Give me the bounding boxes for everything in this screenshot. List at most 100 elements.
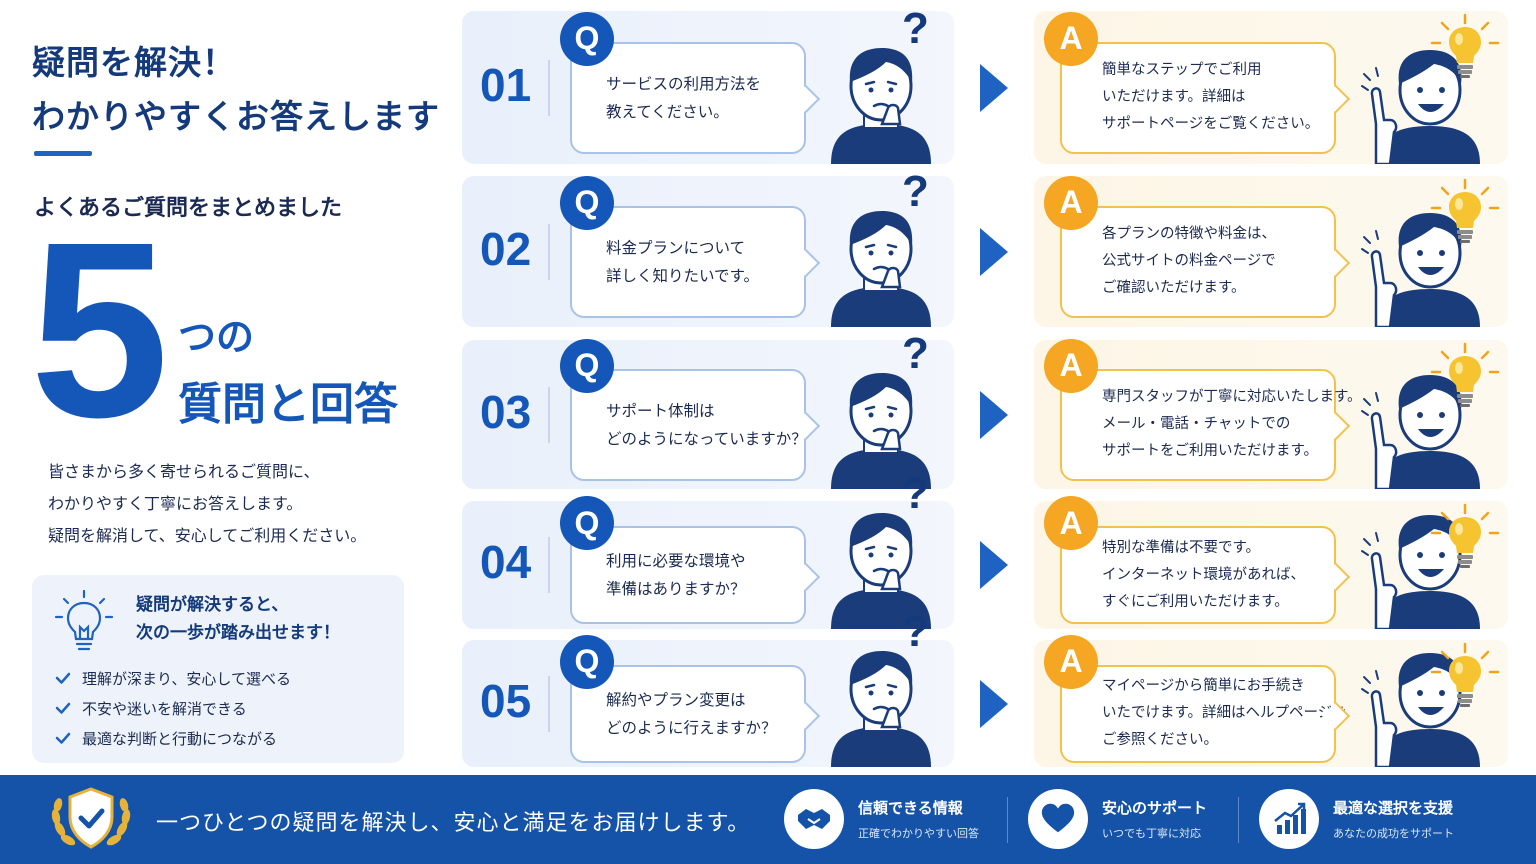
arrow-right-icon (980, 63, 1008, 112)
question-text-line: 解約やプラン変更は (606, 690, 746, 709)
title-line-1: 疑問を解決！ (32, 43, 236, 82)
growth-chart-icon (1259, 789, 1319, 849)
list-item: 最適な判断と行動につながる (54, 723, 291, 753)
question-mark-icon: ? (902, 4, 929, 53)
answer-card: 特別な準備は不要です。インターネット環境があれば、すぐにご利用いただけます。 A (1034, 496, 1508, 631)
answer-card: 簡単なステップでご利用いただけます。詳細はサポートページをご覧ください。 A (1034, 11, 1508, 166)
feature-subtitle: 正確でわかりやすい回答 (858, 827, 979, 840)
divider (1238, 797, 1239, 843)
answer-bubble: 特別な準備は不要です。インターネット環境があれば、すぐにご利用いただけます。 (1060, 526, 1336, 624)
question-badge: Q (560, 634, 614, 689)
divider (548, 386, 550, 443)
question-text-line: どのように行えますか？ (606, 718, 777, 737)
answer-bubble: 簡単なステップでご利用いただけます。詳細はサポートページをご覧ください。 (1060, 41, 1336, 154)
answer-text-line: いたでけます。詳細はヘルプページを (1102, 705, 1347, 721)
answer-text-line: サポートをご利用いただけます。 (1102, 443, 1319, 459)
question-text-line: 教えてください。 (606, 102, 729, 121)
answer-text-line: マイページから簡単にお手続き (1102, 678, 1305, 694)
lightbulb-icon (1430, 503, 1500, 573)
benefit-heading-line: 次の一歩が踏み出せます！ (136, 623, 340, 643)
answer-text-line: 簡単なステップでご利用 (1102, 62, 1262, 78)
question-number: 03 (480, 385, 532, 438)
divider (548, 537, 550, 593)
answer-bubble: 専門スタッフが丁寧に対応いたします。メール・電話・チャットでのサポートをご利用い… (1060, 368, 1362, 481)
shield-check-icon (51, 787, 131, 849)
arrow-right-icon (980, 390, 1008, 439)
lightbulb-icon (1430, 342, 1500, 412)
question-card: 01 サービスの利用方法を教えてください。 Q ? (462, 4, 954, 164)
question-mark-icon: ? (902, 469, 929, 518)
list-item-label: 最適な判断と行動につながる (82, 729, 278, 748)
answer-text-line: いただけます。詳細は (1102, 89, 1246, 105)
arrow-right-icon (980, 227, 1008, 276)
heart-icon (1028, 789, 1088, 849)
lightbulb-icon (54, 589, 114, 651)
thinking-person-icon (826, 489, 936, 629)
answer-badge: A (1044, 338, 1098, 393)
arrow-right-icon (980, 541, 1008, 589)
answer-badge: A (1044, 11, 1098, 66)
check-icon (55, 732, 71, 744)
smiling-person-icon (1358, 24, 1488, 166)
smiling-person-icon (1358, 187, 1488, 329)
benefit-box: 疑問が解決すると、 次の一歩が踏み出せます！ 理解が深まり、安心して選べる 不安… (32, 575, 404, 763)
question-number: 05 (480, 674, 532, 727)
question-text-line: 詳しく知りたいです。 (606, 266, 759, 285)
smiling-person-icon (1358, 627, 1488, 769)
answer-text-line: インターネット環境があれば、 (1102, 566, 1305, 583)
question-bubble: サービスの利用方法を教えてください。 (570, 41, 806, 154)
lightbulb-icon (1430, 13, 1500, 83)
list-item-label: 理解が深まり、安心して選べる (82, 669, 291, 688)
title-underline (34, 151, 92, 156)
question-badge: Q (560, 11, 614, 66)
question-number: 04 (480, 536, 532, 588)
answer-bubble: 各プランの特徴や料金は、公式サイトの料金ページでご確認いただけます。 (1060, 205, 1336, 318)
question-number: 02 (480, 222, 532, 275)
answer-card: 専門スタッフが丁寧に対応いたします。メール・電話・チャットでのサポートをご利用い… (1034, 338, 1508, 491)
benefit-heading-line: 疑問が解決すると、 (136, 595, 289, 615)
question-badge: Q (560, 496, 614, 550)
answer-badge: A (1044, 634, 1098, 689)
big-number: 5 (30, 190, 169, 469)
answer-badge: A (1044, 496, 1098, 550)
answer-text-line: サポートページをご覧ください。 (1102, 116, 1320, 132)
answer-card: 各プランの特徴や料金は、公式サイトの料金ページでご確認いただけます。 A (1034, 175, 1508, 329)
divider (548, 59, 550, 116)
question-text-line: 準備はありますか？ (606, 580, 746, 598)
lightbulb-icon (1430, 178, 1500, 248)
answer-text-line: すぐにご利用いただけます。 (1102, 593, 1289, 610)
thinking-person-icon (826, 187, 936, 327)
question-number: 01 (480, 58, 532, 111)
answer-text-line: ご確認いただけます。 (1102, 280, 1246, 296)
smiling-person-icon (1358, 489, 1488, 631)
thinking-person-icon (826, 349, 936, 489)
answer-text-line: 特別な準備は不要です。 (1102, 539, 1261, 556)
smiling-person-icon (1358, 349, 1488, 491)
divider (548, 675, 550, 732)
divider (548, 223, 550, 280)
lightbulb-icon (1430, 642, 1500, 712)
footer-banner: 一つひとつの疑問を解決し、安心と満足をお届けします。 信頼できる情報 正確でわか… (0, 775, 1536, 864)
thinking-person-icon (826, 24, 936, 164)
intro-line: わかりやすく丁寧にお答えします。 (48, 494, 303, 513)
number-caption-1: つの (178, 315, 255, 359)
question-text-line: 利用に必要な環境や (606, 552, 746, 570)
divider (1007, 797, 1008, 843)
answer-text-line: メール・電話・チャットでの (1102, 416, 1291, 432)
answer-badge: A (1044, 175, 1098, 230)
list-item: 不安や迷いを解消できる (54, 693, 291, 723)
question-badge: Q (560, 338, 614, 393)
thinking-person-icon (826, 627, 936, 767)
question-card: 03 サポート体制はどのようになっていますか？ Q ? (462, 329, 954, 489)
intro-text: 皆さまから多く寄せられるご質問に、 わかりやすく丁寧にお答えします。 疑問を解消… (48, 456, 428, 552)
intro-panel: 疑問を解決！ わかりやすくお答えします よくあるご質問をまとめました 5 つの … (0, 0, 450, 775)
answer-bubble: マイページから簡単にお手続きいたでけます。詳細はヘルプページをご参照ください。 (1060, 664, 1347, 763)
benefit-heading: 疑問が解決すると、 次の一歩が踏み出せます！ (136, 591, 340, 647)
check-icon (55, 702, 71, 714)
feature-title: 信頼できる情報 (858, 799, 963, 817)
footer-message: 一つひとつの疑問を解決し、安心と満足をお届けします。 (156, 811, 751, 836)
answer-text-line: 各プランの特徴や料金は、 (1102, 226, 1276, 242)
title-line-2: わかりやすくお答えします (32, 97, 440, 136)
subtitle: よくあるご質問をまとめました (34, 196, 343, 221)
feature-title: 最適な選択を支援 (1333, 799, 1454, 817)
